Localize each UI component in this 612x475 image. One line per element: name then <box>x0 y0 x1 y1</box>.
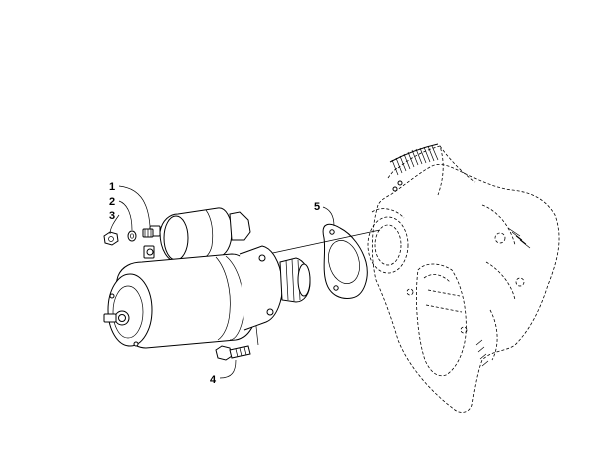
terminal-nut <box>103 231 119 246</box>
callout-3: 3 <box>109 210 115 222</box>
callout-4: 4 <box>210 374 217 386</box>
terminal-stud <box>142 228 154 238</box>
engine-housing <box>367 143 560 413</box>
callout-5: 5 <box>314 201 320 213</box>
starter-motor <box>103 207 311 349</box>
lock-washer <box>127 230 137 242</box>
callout-1: 1 <box>109 181 115 193</box>
callout-2: 2 <box>109 196 115 208</box>
mounting-bolt <box>215 345 251 361</box>
leader-lines <box>109 185 335 379</box>
gasket-plate <box>322 223 368 299</box>
